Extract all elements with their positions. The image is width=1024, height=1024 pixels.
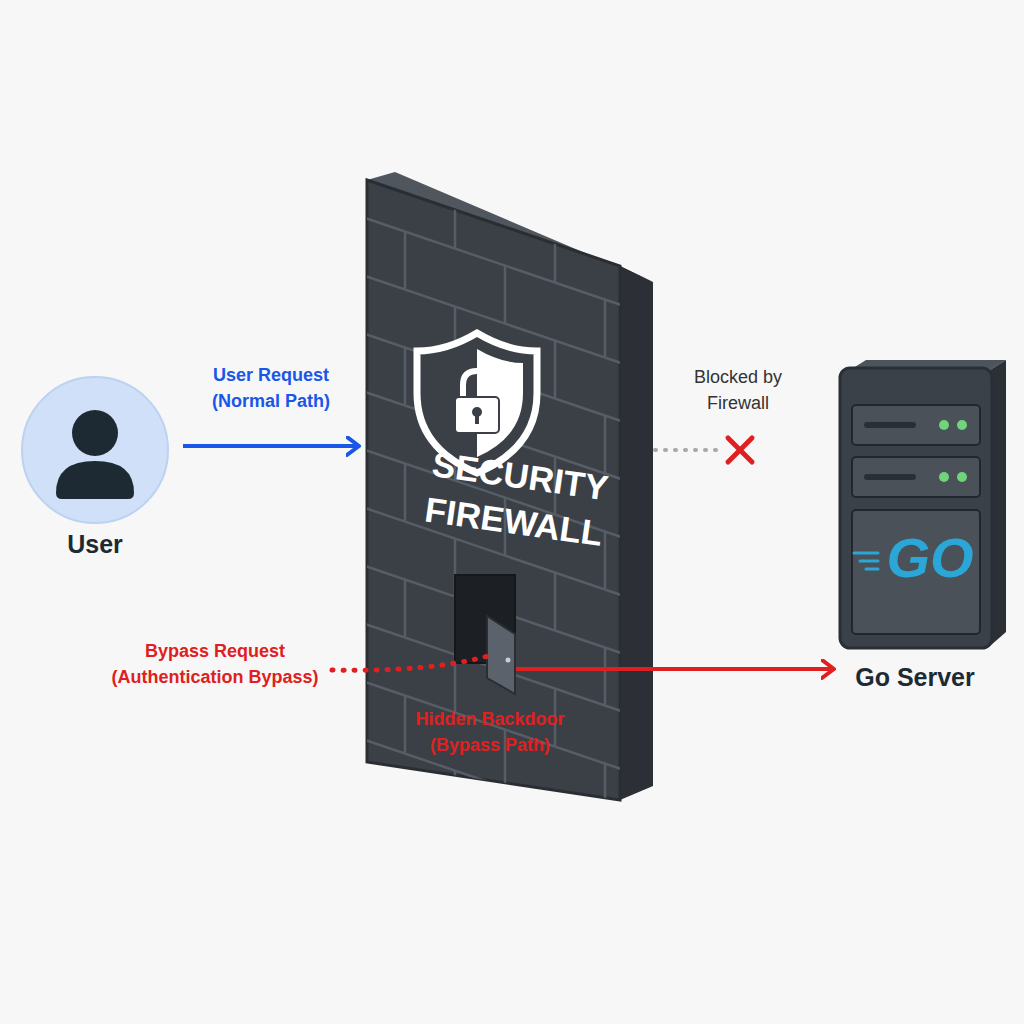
- user-circle: [22, 377, 168, 523]
- go-speed-lines: [854, 553, 878, 569]
- blocked-path: [655, 448, 722, 452]
- request-arrow: [183, 444, 359, 448]
- server-box: GOGo Server: [840, 360, 1010, 700]
- user-actor: User: [20, 375, 170, 565]
- blocked-note: Blocked by Firewall: [688, 364, 788, 416]
- bypass-arrow: [655, 667, 834, 671]
- user-icon: [56, 410, 134, 499]
- drive-bay: [852, 405, 980, 445]
- node-label: Go Server: [830, 662, 1000, 692]
- backdoor-leaf: [487, 616, 515, 694]
- go-logo: GO: [874, 530, 986, 586]
- wall-side: [620, 266, 653, 800]
- bypass-request-label: Bypass Request (Authentication Bypass): [100, 638, 330, 690]
- edge-label: User Request (Normal Path): [196, 362, 346, 414]
- backdoor-label: Hidden Backdoor (Bypass Path): [400, 706, 580, 758]
- server-body: [840, 368, 992, 648]
- blocked-cross: [728, 438, 752, 462]
- door-knob: [506, 658, 511, 663]
- drive-bay: [852, 457, 980, 497]
- wall-bricks: [365, 191, 625, 945]
- node-label: User: [20, 529, 170, 559]
